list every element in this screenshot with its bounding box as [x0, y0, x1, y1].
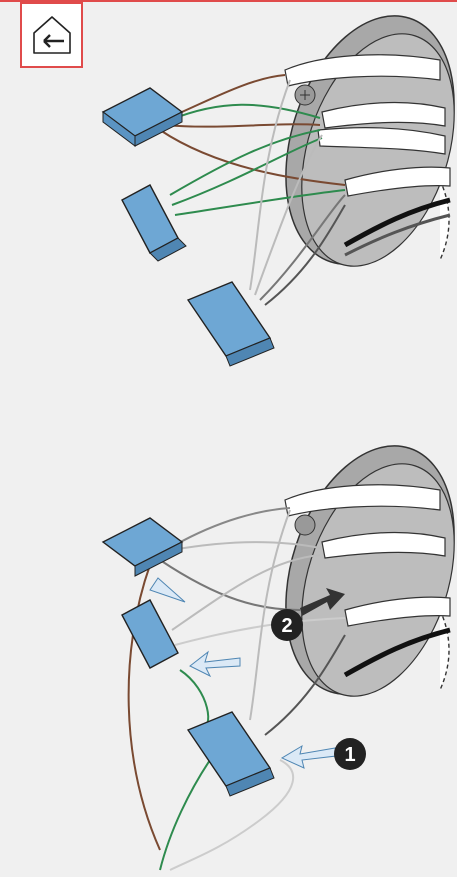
wall-box-bottom [285, 445, 455, 697]
home-back-button[interactable] [20, 2, 83, 68]
connector-top-2 [121, 184, 187, 262]
insert-arrow-2 [189, 650, 241, 678]
connector-bottom-2 [121, 599, 179, 669]
wiring-diagram-top [101, 15, 455, 367]
wires-bottom [127, 507, 346, 871]
connector-top-1 [101, 87, 184, 147]
wiring-diagram-bottom: 1 2 [101, 445, 455, 871]
insert-arrow-1 [149, 577, 186, 603]
cable-sheaths-top [284, 54, 451, 257]
home-back-icon [32, 16, 71, 54]
callout-1: 1 [334, 738, 366, 770]
connector-bottom-3 [186, 711, 275, 797]
top-accent-line [0, 0, 457, 2]
push-arrow [300, 588, 345, 616]
wires-top [159, 74, 346, 306]
connector-top-3 [186, 281, 275, 367]
callout-1-number: 1 [344, 744, 355, 766]
insert-arrow-3 [280, 744, 337, 769]
cable-sheaths-bottom [284, 484, 451, 678]
connector-bottom-1 [101, 517, 184, 577]
callout-2: 2 [271, 609, 303, 641]
callout-2-number: 2 [281, 615, 292, 637]
